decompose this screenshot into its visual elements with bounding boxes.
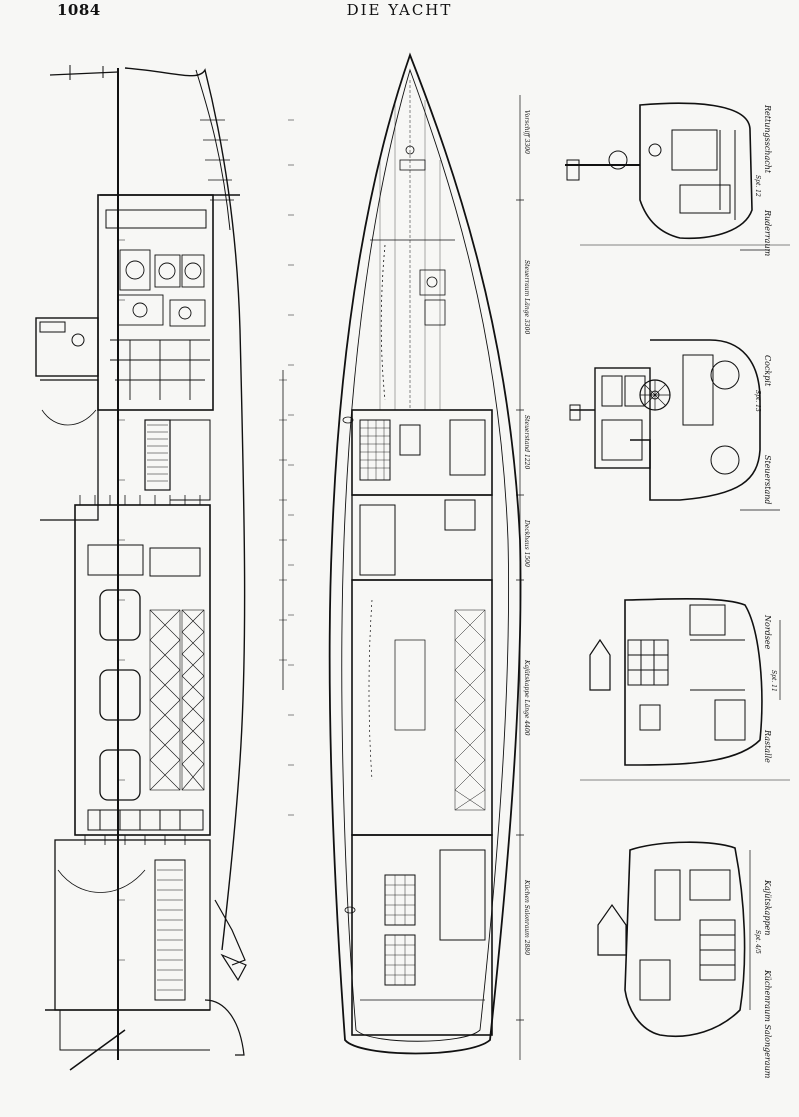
dim-label-kuchen: Küchen Salonraum 2880 [523,879,530,955]
page-number: 1084 [57,1,101,19]
section-label-steuerstand: Steuerstand [763,455,772,505]
frame-ticks [279,119,294,816]
section-frame-4: Spt. 4/5 [754,930,761,954]
dim-label-vorschiff: Vorschiff 3300 [523,110,530,154]
section-frame-1: Spt. 12 [754,175,761,197]
section-nordsee [589,597,781,766]
profile-section [35,65,247,1071]
section-label-nordsee: Nordsee [763,614,772,650]
section-label-rettungsschacht: Rettungsschacht [763,104,772,174]
section-cockpit [569,339,780,511]
section-label-cockpit: Cockpit [763,355,772,387]
section-ruderraum [565,102,770,251]
section-kuechenraum [597,841,751,1038]
section-label-ruderraum: Ruderraum [763,209,772,257]
running-head: DIE YACHT [346,1,453,19]
section-frame-2: Spt. 13 [754,390,761,412]
section-label-kajutskappen: Kajütskappen [763,879,772,935]
dim-label-deckhaus: Deckhaus 1500 [523,519,530,567]
dim-label-steuerstand: Steuerstand 1220 [523,415,530,469]
dimension-label-group: Vorschiff 3300 Steuerraum Länge 3300 Ste… [523,110,530,955]
section-label-kuchenraum: Küchenraum Salongeraum [763,969,772,1079]
dim-label-kajutskappe: Kajütskappe Länge 4400 [523,659,530,736]
cross-sections [565,102,790,1038]
section-label-group: Rettungsschacht Spt. 12 Ruderraum Cockpi… [754,104,777,1079]
section-label-rastalle: Rastalle [763,729,772,763]
dim-label-steuerraum: Steuerraum Länge 3300 [523,260,530,334]
deck-plan [328,52,524,1060]
section-frame-3: Spt. 11 [770,670,777,692]
